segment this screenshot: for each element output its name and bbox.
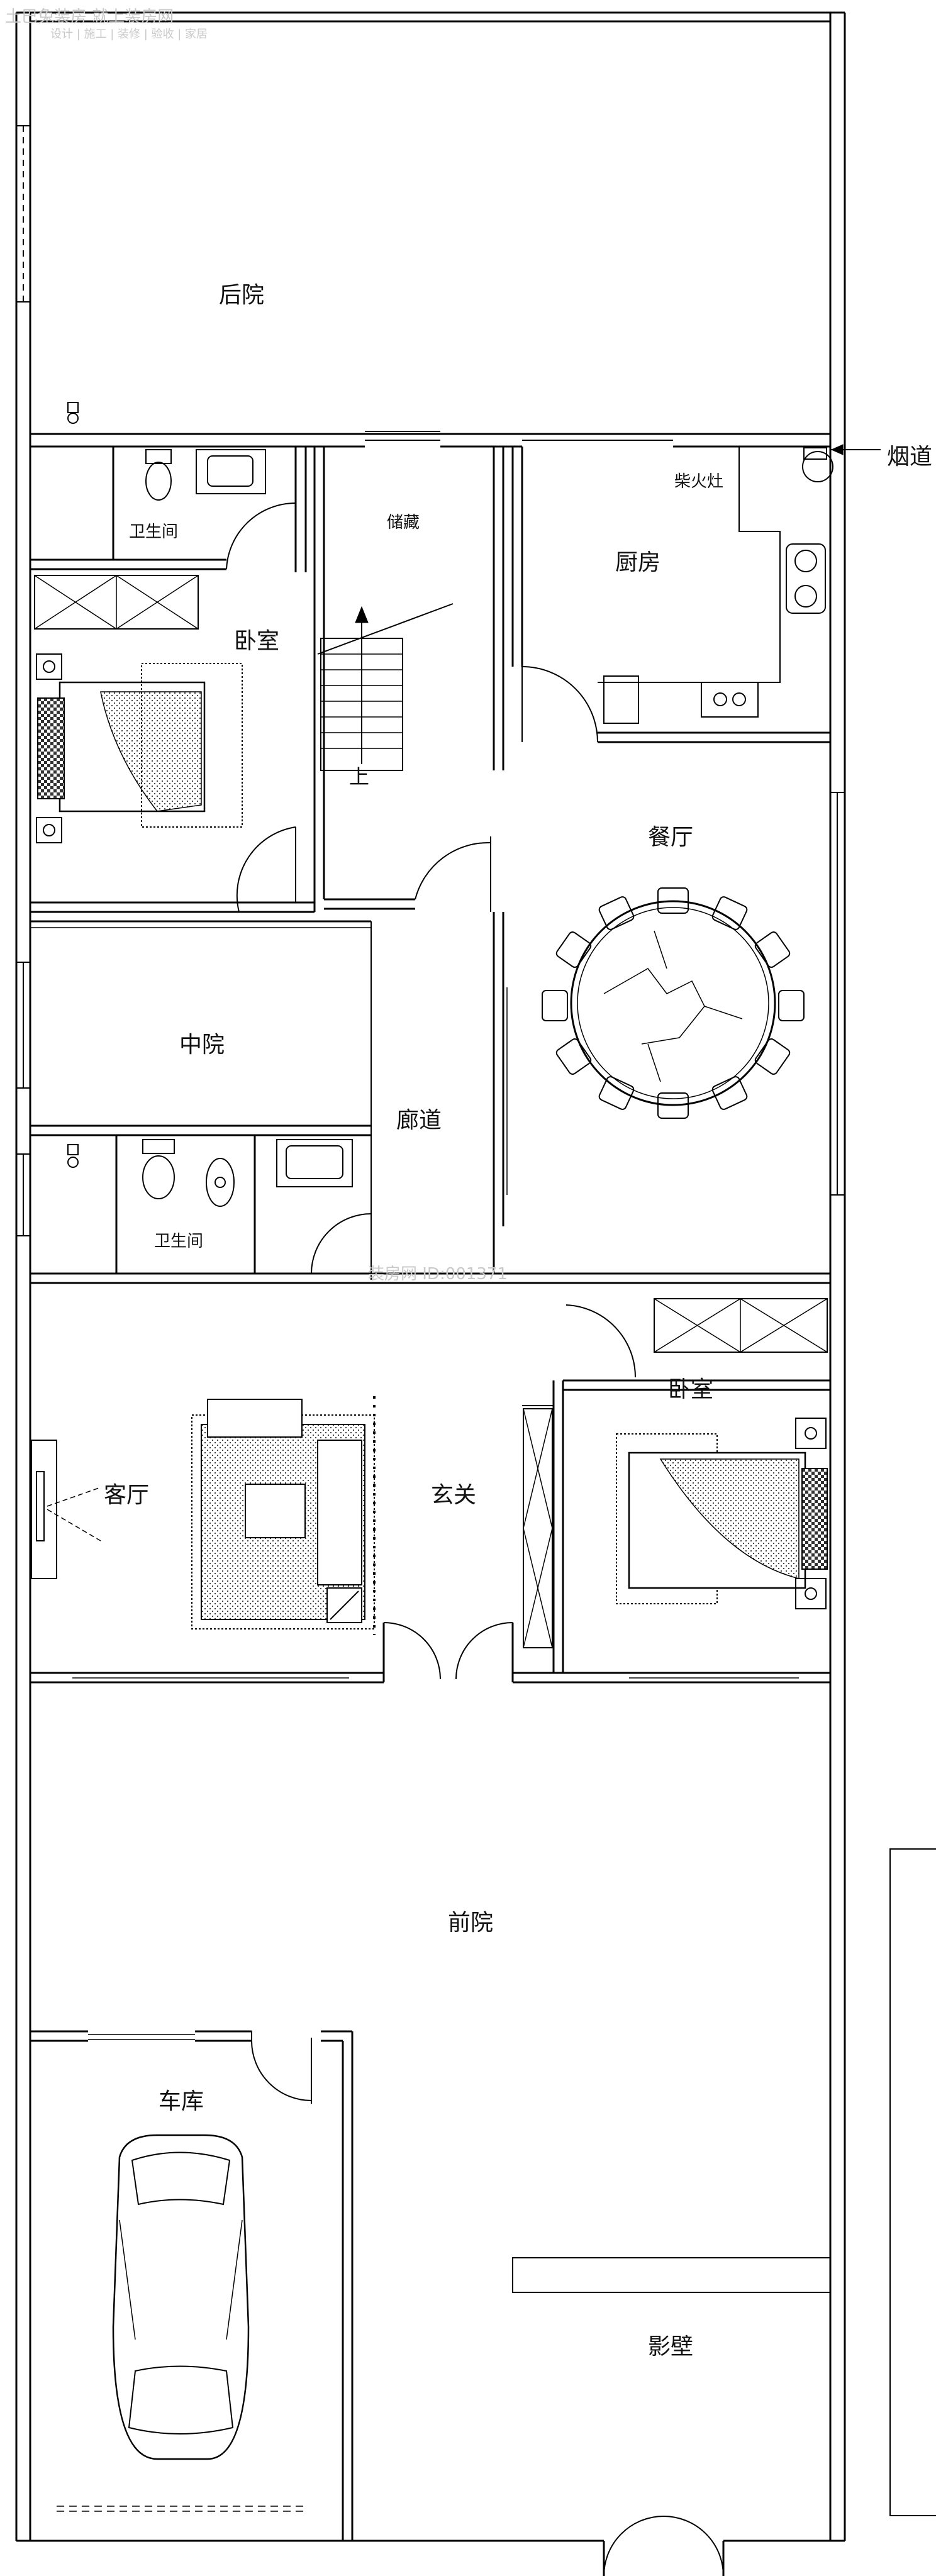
backyard-south-wall bbox=[30, 431, 830, 448]
watermark-line1: 土巴兔装房 就上装房网 bbox=[5, 8, 174, 26]
upper-bathroom bbox=[30, 402, 307, 572]
label-stove: 柴火灶 bbox=[674, 472, 724, 491]
label-chimney: 烟道 bbox=[887, 444, 933, 470]
room-label-entrance: 玄关 bbox=[431, 1482, 477, 1508]
room-label-bedroom-lower: 卧室 bbox=[668, 1377, 714, 1402]
middle-section bbox=[16, 836, 830, 1284]
front-yard-garage bbox=[30, 1848, 936, 2576]
room-label-backyard: 后院 bbox=[219, 282, 265, 308]
room-label-screen-wall: 影壁 bbox=[648, 2334, 694, 2360]
watermark-center: 装房网 ID:001371 bbox=[368, 1265, 508, 1284]
backyard-left-window bbox=[16, 125, 30, 303]
room-label-courtyard-mid: 中院 bbox=[179, 1032, 225, 1058]
room-label-front-yard: 前院 bbox=[448, 1910, 494, 1936]
room-label-bathroom-upper: 卫生间 bbox=[129, 523, 179, 541]
storage-stairs bbox=[313, 447, 504, 912]
label-stairs-up: 上 bbox=[349, 765, 370, 789]
room-label-corridor: 廊道 bbox=[396, 1108, 442, 1133]
dining-table bbox=[542, 792, 845, 1196]
room-label-bathroom-lower: 卫生间 bbox=[154, 1232, 204, 1251]
room-label-dining: 餐厅 bbox=[648, 824, 694, 850]
upper-bedroom bbox=[30, 575, 315, 913]
kitchen bbox=[511, 444, 881, 743]
room-label-bedroom-upper: 卧室 bbox=[234, 628, 280, 654]
room-label-living: 客厅 bbox=[104, 1482, 150, 1508]
room-label-garage: 车库 bbox=[159, 2089, 204, 2114]
room-label-storage: 储藏 bbox=[387, 513, 420, 532]
living-entrance bbox=[30, 1298, 830, 1684]
room-label-kitchen: 厨房 bbox=[615, 550, 661, 575]
watermark-line2: 设计 | 施工 | 装修 | 验收 | 家居 bbox=[50, 28, 208, 41]
